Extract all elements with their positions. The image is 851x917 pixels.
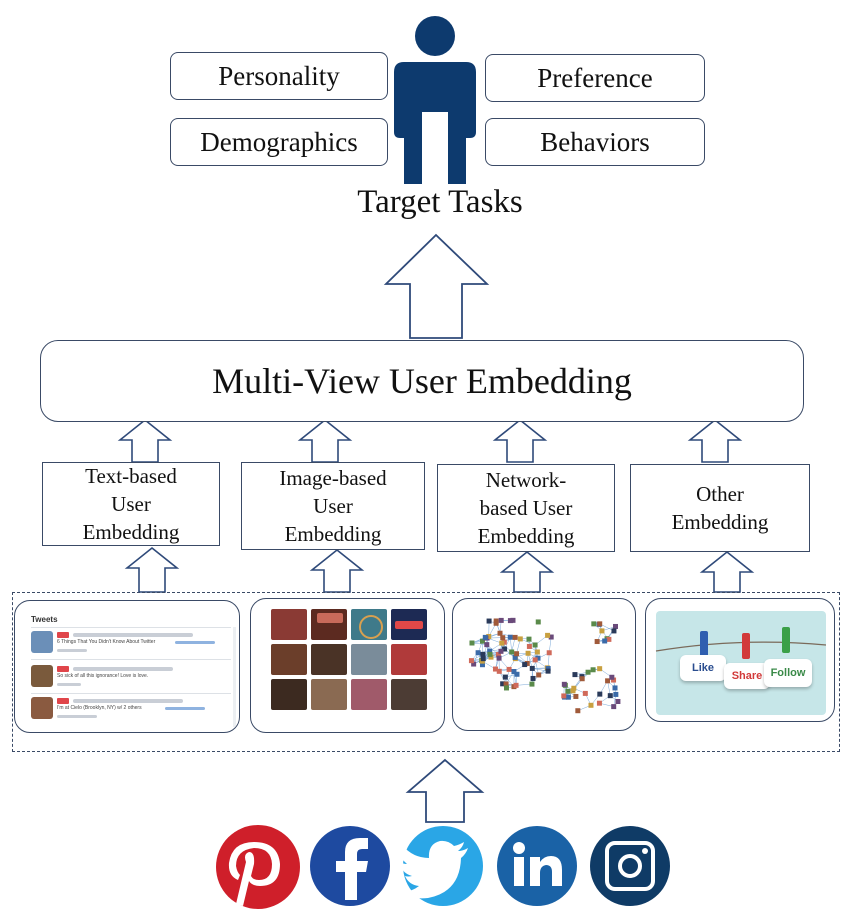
network-embedding-label: Network- based User Embedding: [477, 468, 575, 548]
image-embedding-box: Image-based User Embedding: [241, 462, 425, 550]
other-panel: Like Share Follow: [645, 598, 835, 722]
text-embedding-box: Text-based User Embedding: [42, 462, 220, 546]
behaviors-label: Behaviors: [540, 126, 650, 157]
personality-label: Personality: [218, 60, 340, 91]
follow-card: Follow: [764, 659, 812, 687]
demographics-label: Demographics: [200, 126, 358, 157]
avatar: [31, 665, 53, 687]
personality-box: Personality: [170, 52, 388, 100]
other-embedding-box: Other Embedding: [630, 464, 810, 552]
twitter-icon: [398, 826, 483, 906]
avatar: [31, 697, 53, 719]
instagram-icon: [590, 826, 670, 906]
facebook-icon: [310, 826, 390, 906]
network-graph: [468, 617, 621, 714]
image-embedding-label: Image-based User Embedding: [279, 466, 387, 546]
up-arrow-icon: [405, 758, 485, 823]
tweet-text: I'm at Cielo (Brooklyn, NY) w/ 2 others: [57, 705, 142, 711]
other-embedding-label: Other Embedding: [671, 482, 769, 534]
multi-view-label: Multi-View User Embedding: [212, 361, 632, 401]
tweet-text: 6 Things That You Didn't Know About Twit…: [57, 639, 156, 645]
multi-view-embedding-box: Multi-View User Embedding: [40, 340, 804, 422]
preference-label: Preference: [537, 62, 653, 93]
avatar: [31, 631, 53, 653]
behaviors-box: Behaviors: [485, 118, 705, 166]
pinterest-icon: [216, 825, 300, 909]
network-embedding-box: Network- based User Embedding: [437, 464, 615, 552]
preference-box: Preference: [485, 54, 705, 102]
share-card: Share: [724, 663, 770, 689]
linkedin-icon: [497, 826, 577, 906]
tweets-header: Tweets: [31, 615, 58, 624]
tweet-text: So sick of all this ignorance! Love is l…: [57, 673, 149, 679]
like-card: Like: [680, 655, 726, 681]
text-embedding-label: Text-based User Embedding: [82, 464, 180, 544]
up-arrow-icon: [383, 233, 490, 339]
photo-grid: [271, 609, 431, 725]
data-sources-container: [12, 592, 840, 752]
demographics-box: Demographics: [170, 118, 388, 166]
network-panel: [452, 598, 636, 731]
tweets-panel: Tweets 6 Things That You Didn't Know Abo…: [14, 600, 240, 733]
images-panel: [250, 598, 445, 733]
target-tasks-title: Target Tasks: [357, 184, 523, 220]
